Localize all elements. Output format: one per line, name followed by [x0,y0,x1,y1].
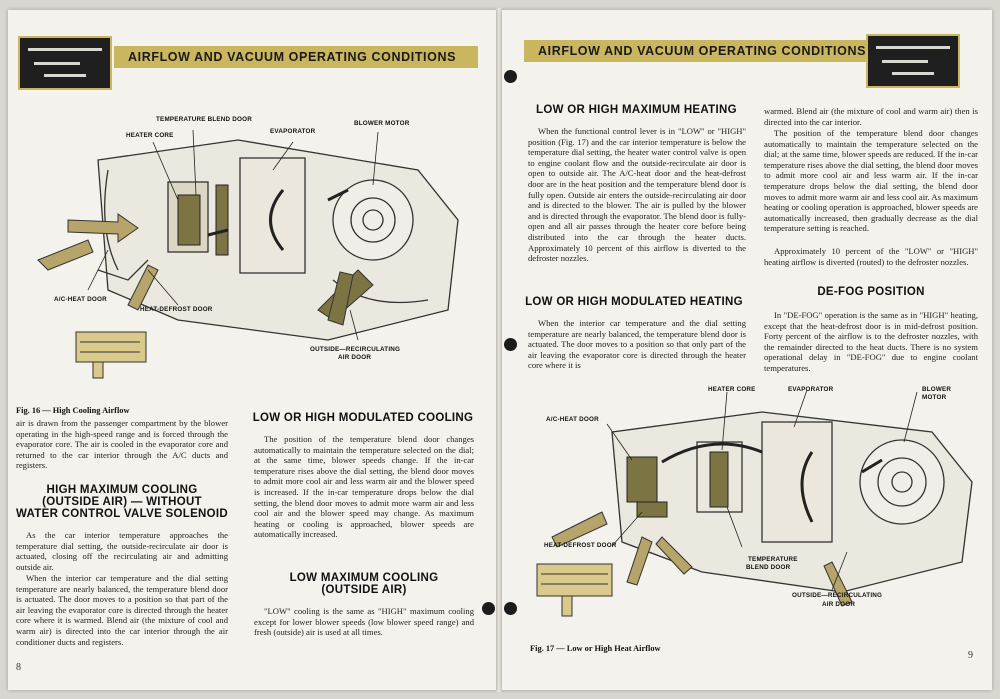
body-paragraph: When the functional control lever is in … [528,126,746,264]
binder-hole [504,602,517,615]
heading-line: LOW MAXIMUM COOLING [289,572,439,584]
label-blower-motor: BLOWER MOTOR [354,120,410,127]
body-paragraph: In "DE-FOG" operation is the same as in … [764,310,978,373]
heading-line: (OUTSIDE AIR) [321,584,407,596]
body-paragraph: Approximately 10 percent of the "LOW" or… [764,246,978,267]
label-heater-core: HEATER CORE [126,132,174,139]
page-number: 9 [968,650,973,661]
label-air-door: AIR DOOR [338,354,372,361]
label-motor: MOTOR [922,394,947,401]
right-page: AIRFLOW AND VACUUM OPERATING CONDITIONS … [502,10,992,690]
section-heading: LOW OR HIGH MODULATED COOLING [252,412,474,424]
section-heading: DE-FOG POSITION [817,286,925,298]
body-paragraph: The position of the temperature blend do… [764,128,978,234]
label-heater-core: HEATER CORE [708,386,756,393]
label-blower: BLOWER [922,386,952,393]
body-paragraph: When the interior car temperature and th… [528,318,746,371]
body-paragraph: As the car interior temperature approach… [16,530,228,572]
binder-hole [504,338,517,351]
body-paragraph: The position of the temperature blend do… [254,434,474,540]
figure-caption: Fig. 17 — Low or High Heat Airflow [530,644,661,653]
section-heading: LOW OR HIGH MAXIMUM HEATING [536,104,737,116]
fig16-airflow-diagram [37,129,459,379]
fig17-airflow-diagram [536,389,973,617]
section-heading: HIGH MAXIMUM COOLING (OUTSIDE AIR) — WIT… [16,484,228,520]
body-paragraph: When the interior car temperature and th… [16,573,228,647]
heading-line: WATER CONTROL VALVE SOLENOID [16,508,228,520]
label-heat-defrost-door: HEAT-DEFROST DOOR [140,306,213,313]
page-number: 8 [16,662,21,673]
control-panel-icon [18,36,112,90]
label-outside-recirculating: OUTSIDE—RECIRCULATING [310,346,401,353]
label-ac-heat-door: A/C-HEAT DOOR [54,296,107,303]
section-heading: LOW MAXIMUM COOLING (OUTSIDE AIR) [254,572,474,596]
label-evaporator: EVAPORATOR [788,386,834,393]
section-heading: LOW OR HIGH MODULATED HEATING [525,296,743,308]
heading-line: HIGH MAXIMUM COOLING [46,484,198,496]
label-outside-recirculating: OUTSIDE—RECIRCULATING [792,592,883,599]
heading-line: (OUTSIDE AIR) — WITHOUT [42,496,202,508]
body-paragraph: "LOW" cooling is the same as "HIGH" maxi… [254,606,474,638]
label-evaporator: EVAPORATOR [270,128,316,135]
left-page: AIRFLOW AND VACUUM OPERATING CONDITIONS [8,10,496,690]
page-banner: AIRFLOW AND VACUUM OPERATING CONDITIONS [114,46,478,68]
binder-hole [504,70,517,83]
label-heat-defrost-door: HEAT-DEFROST DOOR [544,542,617,549]
page-banner: AIRFLOW AND VACUUM OPERATING CONDITIONS [524,40,870,62]
body-paragraph: warmed. Blend air (the mixture of cool a… [764,106,978,127]
control-panel-icon [866,34,960,88]
label-ac-heat-door: A/C-HEAT DOOR [546,416,599,423]
binder-hole [482,602,495,615]
label-air-door: AIR DOOR [822,601,856,608]
book-spine [494,8,504,692]
label-blend-door: BLEND DOOR [746,564,791,571]
label-temperature-blend-door: TEMPERATURE BLEND DOOR [156,116,252,123]
label-temperature: TEMPERATURE [748,556,798,563]
intro-paragraph: air is drawn from the passenger compartm… [16,418,228,471]
figure-caption: Fig. 16 — High Cooling Airflow [16,406,130,415]
